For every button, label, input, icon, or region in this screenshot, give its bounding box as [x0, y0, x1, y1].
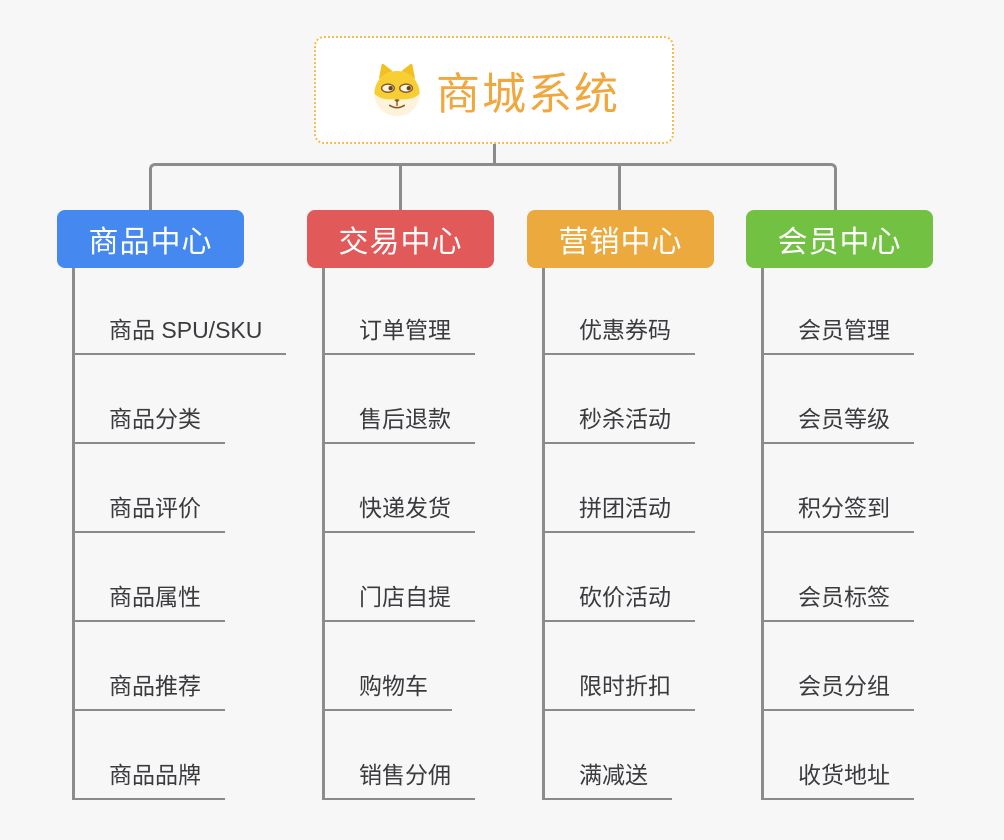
tree-item[interactable]: 秒杀活动 [545, 355, 695, 444]
tree-item[interactable]: 会员管理 [764, 266, 914, 355]
tree-item[interactable]: 会员分组 [764, 622, 914, 711]
tree-item[interactable]: 商品 SPU/SKU [75, 266, 287, 355]
tree-item[interactable]: 会员等级 [764, 355, 914, 444]
tree-item[interactable]: 商品分类 [75, 355, 225, 444]
branch-box-trade[interactable]: 交易中心 [307, 210, 494, 268]
branch-box-product[interactable]: 商品中心 [57, 210, 244, 268]
tree-item[interactable]: 购物车 [325, 622, 452, 711]
branch-column-trade: 订单管理售后退款快递发货门店自提购物车销售分佣 [322, 266, 475, 800]
tree-item[interactable]: 门店自提 [325, 533, 475, 622]
connector-drop [399, 164, 402, 210]
tree-item[interactable]: 快递发货 [325, 444, 475, 533]
tree-item[interactable]: 会员标签 [764, 533, 914, 622]
branch-column-member: 会员管理会员等级积分签到会员标签会员分组收货地址 [761, 266, 914, 800]
tree-item[interactable]: 满减送 [545, 711, 672, 800]
tree-item[interactable]: 商品评价 [75, 444, 225, 533]
tree-item[interactable]: 砍价活动 [545, 533, 695, 622]
connector-root-stem [493, 143, 496, 165]
tree-item[interactable]: 商品属性 [75, 533, 225, 622]
tree-item[interactable]: 优惠券码 [545, 266, 695, 355]
tree-item[interactable]: 收货地址 [764, 711, 914, 800]
root-node[interactable]: 商城系统 [314, 36, 674, 144]
connector-drop [618, 164, 621, 210]
branch-box-member[interactable]: 会员中心 [746, 210, 933, 268]
tree-item[interactable]: 商品推荐 [75, 622, 225, 711]
tree-item[interactable]: 订单管理 [325, 266, 475, 355]
tree-item[interactable]: 商品品牌 [75, 711, 225, 800]
tree-item[interactable]: 拼团活动 [545, 444, 695, 533]
tree-item[interactable]: 积分签到 [764, 444, 914, 533]
tree-item[interactable]: 销售分佣 [325, 711, 475, 800]
branch-column-marketing: 优惠券码秒杀活动拼团活动砍价活动限时折扣满减送 [542, 266, 695, 800]
branch-box-marketing[interactable]: 营销中心 [527, 210, 714, 268]
tree-item[interactable]: 售后退款 [325, 355, 475, 444]
root-title: 商城系统 [436, 70, 620, 119]
tree-item[interactable]: 限时折扣 [545, 622, 695, 711]
connector-bus [149, 163, 837, 210]
doge-icon [374, 63, 420, 117]
